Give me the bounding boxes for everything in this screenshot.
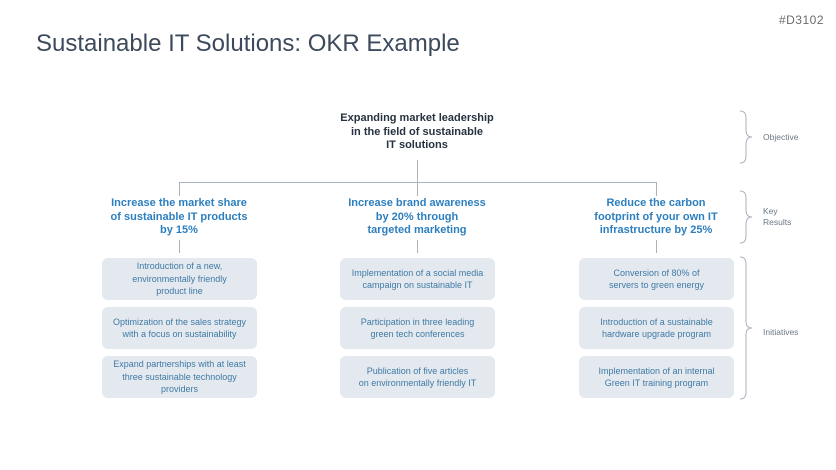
initiative-text: Conversion of 80% of servers to green en… — [608, 267, 705, 291]
slide-id-tag: #D3102 — [778, 13, 824, 27]
key-result-1-label: Increase the market share of sustainable… — [110, 197, 248, 236]
initiative-text: Optimization of the sales strategy with … — [112, 316, 247, 340]
initiative-text: Introduction of a sustainable hardware u… — [600, 316, 713, 340]
key-result-2-label: Increase brand awareness by 20% through … — [348, 197, 486, 236]
key-results-brace-icon — [739, 190, 753, 244]
initiative-text: Expand partnerships with at least three … — [113, 359, 246, 395]
initiative-box: Introduction of a new, environmentally f… — [102, 258, 257, 300]
connector-kr-3 — [656, 182, 657, 196]
connector-kr-1 — [179, 182, 180, 196]
key-result-1: Increase the market share of sustainable… — [94, 197, 264, 238]
objective-label: Expanding market leadership in the field… — [340, 112, 494, 151]
initiative-box: Optimization of the sales strategy with … — [102, 307, 257, 349]
connector-horizontal — [179, 182, 657, 183]
initiative-text: Implementation of an internal Green IT t… — [598, 365, 715, 389]
initiative-text: Publication of five articles on environm… — [358, 365, 477, 389]
initiative-box: Publication of five articles on environm… — [340, 356, 495, 398]
key-result-2: Increase brand awareness by 20% through … — [332, 197, 502, 238]
objective-text: Expanding market leadership in the field… — [317, 112, 517, 153]
page-title: Sustainable IT Solutions: OKR Example — [36, 30, 460, 57]
key-result-3: Reduce the carbon footprint of your own … — [571, 197, 741, 238]
initiative-box: Implementation of an internal Green IT t… — [579, 356, 734, 398]
connector-kr-2 — [417, 182, 418, 196]
initiative-box: Expand partnerships with at least three … — [102, 356, 257, 398]
initiative-box: Conversion of 80% of servers to green en… — [579, 258, 734, 300]
key-result-3-label: Reduce the carbon footprint of your own … — [594, 197, 718, 236]
initiatives-brace-icon — [739, 256, 753, 400]
key-results-side-label: Key Results — [763, 206, 792, 227]
initiative-box: Implementation of a social media campaig… — [340, 258, 495, 300]
connector-kr-2-down — [417, 240, 418, 253]
initiatives-side-label: Initiatives — [763, 327, 799, 337]
initiative-text: Introduction of a new, environmentally f… — [132, 261, 227, 297]
connector-kr-1-down — [179, 240, 180, 253]
initiative-text: Implementation of a social media campaig… — [351, 267, 484, 291]
objective-brace-icon — [739, 110, 753, 164]
initiative-box: Introduction of a sustainable hardware u… — [579, 307, 734, 349]
objective-side-label: Objective — [763, 132, 799, 142]
initiative-box: Participation in three leading green tec… — [340, 307, 495, 349]
connector-objective-down — [417, 160, 418, 182]
connector-kr-3-down — [656, 240, 657, 253]
initiative-text: Participation in three leading green tec… — [360, 316, 475, 340]
